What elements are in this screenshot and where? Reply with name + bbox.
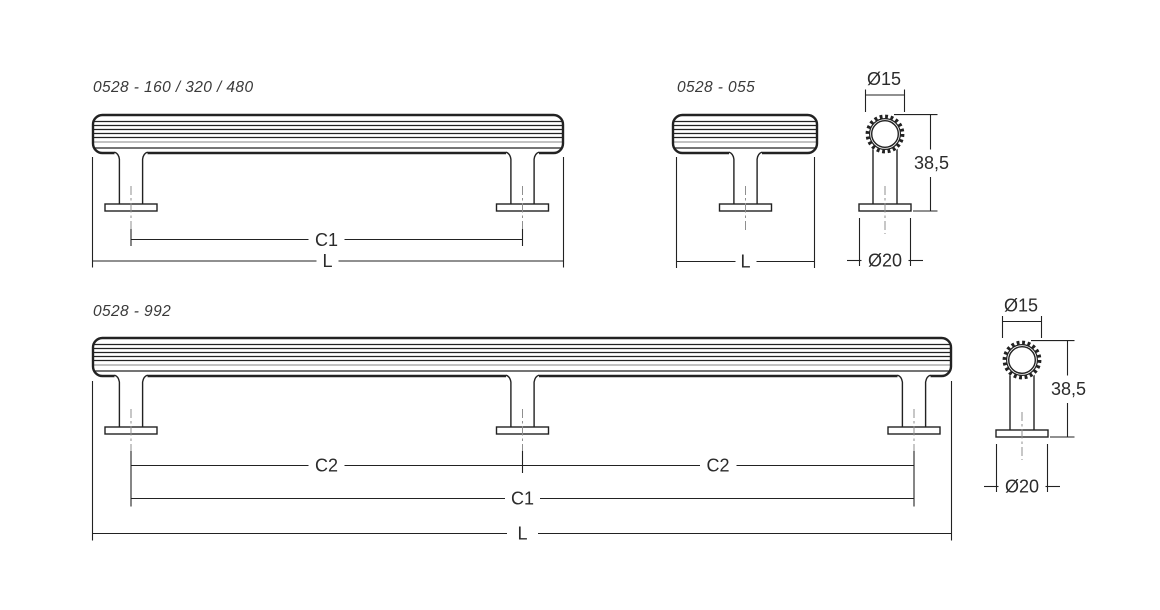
dim-label-c1: C1 [315, 230, 338, 250]
post-with-foot [495, 150, 550, 212]
dimension-diameter-base: Ø20 [984, 444, 1060, 497]
dimension-diameter-grip: Ø15 [1001, 296, 1043, 338]
dimension-height: 38,5 [894, 114, 949, 212]
dimension-diameter-base: Ø20 [847, 218, 923, 271]
dim-label-diameter-base: Ø20 [1005, 477, 1039, 497]
dim-label-diameter-base: Ø20 [868, 251, 902, 271]
post-with-foot [495, 373, 550, 435]
pull-handle-drawing: 0528 - 160 / 320 / 480 C1 [91, 79, 565, 271]
product-code-label: 0528 - 992 [93, 303, 171, 320]
dim-label-height: 38,5 [914, 153, 949, 173]
post-with-foot [104, 150, 158, 212]
side-view-top: Ø15 38,5 Ø20 [847, 69, 949, 271]
dimension-l: L [91, 381, 953, 544]
dim-label-l: L [517, 524, 527, 544]
dim-label-diameter-grip: Ø15 [1004, 296, 1038, 316]
dim-label-l: L [322, 251, 332, 271]
dim-label-c2-left: C2 [315, 456, 338, 476]
post-with-foot [104, 373, 158, 435]
grip-bar [91, 336, 953, 378]
side-profile [859, 114, 911, 234]
dim-label-height: 38,5 [1051, 379, 1086, 399]
dimension-l: L [675, 157, 816, 272]
dim-label-c1: C1 [511, 489, 534, 509]
grip-texture [674, 120, 816, 149]
grip-bar [91, 113, 565, 155]
grip-texture [94, 343, 950, 372]
dim-label-diameter-grip: Ø15 [867, 69, 901, 89]
side-profile [996, 340, 1048, 460]
long-pull-handle-drawing: 0528 - 992 C2 [91, 303, 953, 544]
dimension-l: L [91, 157, 565, 271]
post-with-foot [718, 150, 773, 212]
dimension-diameter-grip: Ø15 [864, 69, 906, 112]
dimension-height: 38,5 [1031, 340, 1086, 438]
product-code-label: 0528 - 055 [677, 79, 755, 96]
side-view-bottom: Ø15 38,5 Ø20 [984, 296, 1086, 497]
dim-label-c2-right: C2 [706, 456, 729, 476]
dimension-c1: C1 [131, 489, 914, 509]
dimension-c1: C1 [130, 229, 524, 250]
dim-label-l: L [740, 252, 750, 272]
t-knob-drawing: 0528 - 055 L [671, 79, 819, 272]
product-code-label: 0528 - 160 / 320 / 480 [93, 79, 253, 96]
grip-bar [671, 113, 819, 155]
dimension-c2: C2 C2 [130, 451, 915, 507]
post-with-foot [887, 373, 941, 435]
grip-texture [94, 120, 562, 149]
